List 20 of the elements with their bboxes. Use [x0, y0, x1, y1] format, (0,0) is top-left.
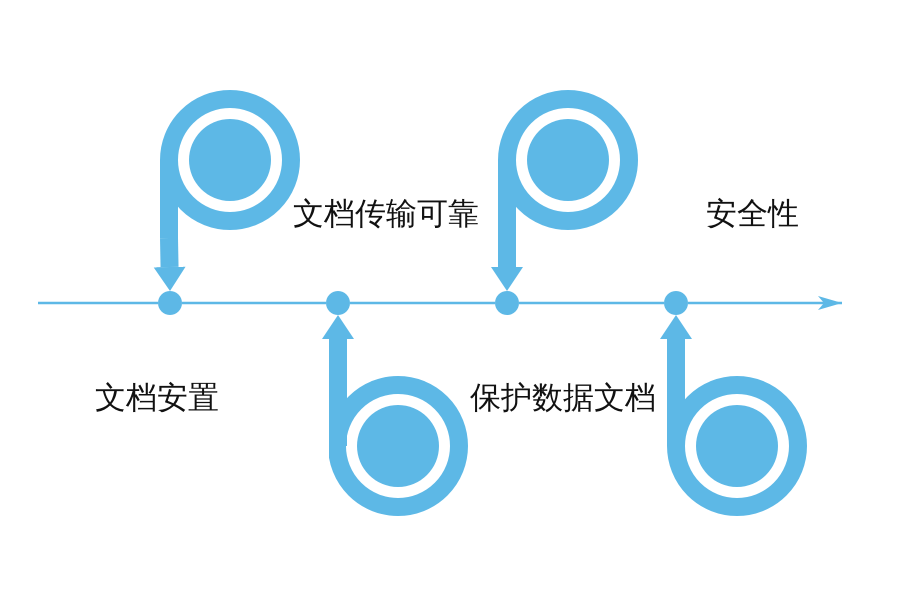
timeline-dot — [664, 291, 688, 315]
timeline-dot — [495, 291, 519, 315]
arrow — [322, 315, 354, 368]
timeline-line — [350, 302, 495, 304]
timeline-line — [182, 302, 326, 304]
milestone-text: 文档安置 — [95, 380, 219, 416]
timeline-dot — [158, 291, 182, 315]
loop-drawing — [667, 368, 807, 516]
milestone-text: 安全性 — [706, 196, 799, 232]
arrow — [660, 315, 692, 368]
timeline-line — [38, 302, 158, 304]
loop-drawing — [329, 368, 468, 516]
loop-drawing — [498, 90, 638, 238]
timeline-dot — [326, 291, 350, 315]
timeline-arrow — [688, 296, 842, 310]
timeline-line — [519, 302, 664, 304]
milestone-text: 文档传输可靠 — [293, 196, 479, 232]
milestone-text: 保护数据文档 — [470, 380, 656, 416]
arrow — [491, 238, 523, 291]
arrow — [154, 238, 186, 291]
